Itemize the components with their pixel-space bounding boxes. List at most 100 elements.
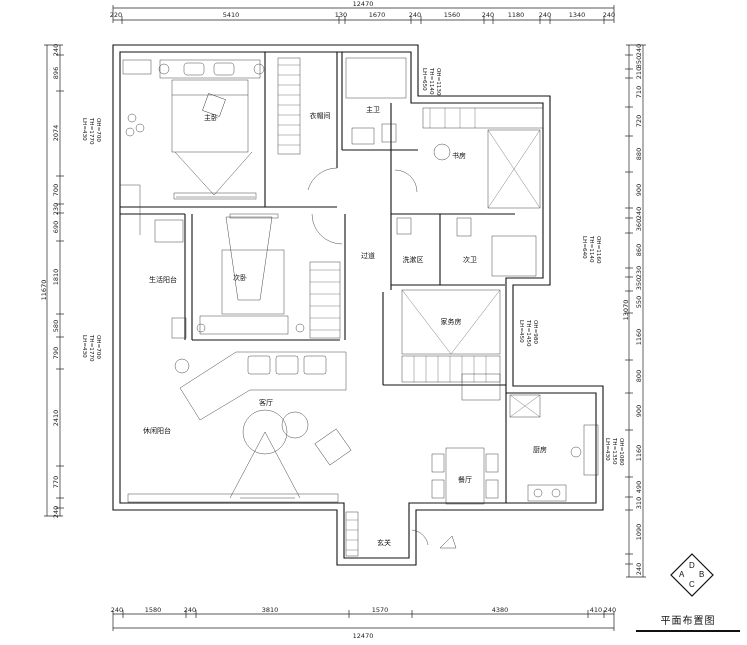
- note-left-upper: OH=700: [95, 118, 101, 142]
- room-label-living-balcony: 生活阳台: [149, 275, 177, 284]
- dim-top: 240: [603, 11, 615, 19]
- dim-left: 580: [52, 320, 60, 332]
- left-dimensions: 240 896 2074 700 230 690 1810 580 790 24…: [40, 44, 60, 518]
- second-bedroom: 次卧: [196, 213, 341, 339]
- dim-right: 350: [635, 56, 643, 68]
- dim-top: 1340: [569, 11, 586, 19]
- right-dimensions: 240 350 210 710 720 880 900 240 360 860 …: [622, 44, 643, 575]
- dim-right: 900: [635, 405, 643, 417]
- utility-room: 家务房 LH=450 TH=1450 OH=980: [401, 289, 538, 383]
- dimension-lines: [46, 7, 644, 629]
- room-label-second-bed: 次卧: [233, 273, 247, 282]
- dim-right: 720: [635, 115, 643, 127]
- plan-title: 平面布置图: [660, 616, 716, 627]
- dim-right: 550: [635, 296, 643, 308]
- coffee-table: [242, 409, 288, 455]
- master-bath: 主卫 LH=650 TH=1140 OH=1130: [345, 57, 441, 145]
- outer-walls: [112, 44, 604, 566]
- room-label-corridor: 过道: [361, 251, 375, 260]
- compass-d: D: [689, 561, 695, 570]
- dim-right: 1090: [635, 524, 643, 541]
- note-left-lower: TH=1770: [88, 334, 94, 362]
- room-label-second-bath: 次卫: [463, 255, 477, 264]
- dim-top-total: 12470: [353, 0, 374, 8]
- room-label-entry: 玄关: [377, 538, 391, 547]
- dining-area: 餐厅: [431, 447, 499, 505]
- dim-left: 1810: [52, 269, 60, 286]
- dim-left: 2410: [52, 410, 60, 427]
- living-room: 客厅 休闲阳台: [127, 351, 352, 503]
- title-underline: [636, 630, 740, 632]
- dim-left-total: 11670: [40, 280, 48, 301]
- dim-right: 710: [635, 86, 643, 98]
- room-label-utility: 家务房: [441, 317, 462, 326]
- dim-right: 240: [635, 207, 643, 219]
- dim-bottom: 240: [604, 606, 616, 614]
- master-bed: [171, 79, 249, 153]
- dim-bottom: 240: [111, 606, 123, 614]
- room-label-leisure-balcony: 休闲阳台: [143, 426, 171, 435]
- dim-left: 770: [52, 476, 60, 488]
- note-kitchen: TH=1350: [611, 437, 617, 465]
- dim-right: 210: [635, 67, 643, 79]
- dim-top: 5410: [223, 11, 240, 19]
- dim-right: 1160: [635, 445, 643, 462]
- room-label-study: 书房: [452, 151, 466, 160]
- dim-left: 790: [52, 347, 60, 359]
- second-bath-zone: 洗漱区 次卫 LH=640 TH=1140 OH=1160: [396, 217, 601, 277]
- dim-top: 1180: [508, 11, 525, 19]
- note-master-bath: OH=1130: [435, 68, 441, 96]
- note-left-lower: LH=430: [81, 335, 87, 358]
- title-block: 平面布置图: [636, 612, 740, 632]
- room-label-wash: 洗漱区: [403, 255, 424, 264]
- dim-top: 240: [482, 11, 494, 19]
- note-utility: LH=450: [518, 320, 524, 343]
- note-utility: OH=980: [532, 320, 538, 344]
- dim-bottom: 1580: [145, 606, 162, 614]
- dim-right: 360: [635, 219, 643, 231]
- note-left-upper: TH=1770: [88, 117, 94, 145]
- note-second-bath: TH=1140: [588, 235, 594, 263]
- compass-a: A: [679, 570, 685, 579]
- dim-right: 240: [635, 44, 643, 56]
- note-left-upper: LH=430: [81, 118, 87, 141]
- compass-b: B: [699, 570, 705, 579]
- note-second-bath: OH=1160: [595, 236, 601, 264]
- dim-left: 240: [52, 44, 60, 56]
- bottom-dimensions: 240 1580 240 3810 1570 4380 410 240 1247…: [111, 606, 616, 640]
- master-bedroom: 主卧: [122, 59, 265, 200]
- compass-c: C: [689, 580, 695, 589]
- dim-left: 896: [52, 67, 60, 79]
- dim-right-total: 13070: [622, 300, 630, 321]
- dim-bottom: 1570: [372, 606, 389, 614]
- study: 书房: [394, 107, 544, 209]
- dim-right: 490: [635, 481, 643, 493]
- dim-bottom: 410: [590, 606, 602, 614]
- dim-bottom: 4380: [492, 606, 509, 614]
- dim-right: 860: [635, 244, 643, 256]
- dim-top: 240: [409, 11, 421, 19]
- room-label-master-bath: 主卫: [366, 105, 380, 114]
- dim-right: 1160: [635, 329, 643, 346]
- dim-right: 350: [635, 278, 643, 290]
- living-balcony: 生活阳台 LH=430 TH=1770 OH=700 LH=430 TH=177…: [81, 117, 187, 362]
- note-left-lower: OH=700: [95, 335, 101, 359]
- second-bed: [221, 249, 285, 315]
- dim-top: 1560: [444, 11, 461, 19]
- inner-walls: [120, 52, 515, 503]
- note-master-bath: TH=1140: [428, 67, 434, 95]
- dimension-ticks: [44, 5, 646, 631]
- note-kitchen: OH=1080: [618, 438, 624, 466]
- dim-right: 880: [635, 148, 643, 160]
- sofa: [179, 351, 347, 421]
- dim-right: 240: [635, 563, 643, 575]
- dim-bottom: 3810: [262, 606, 279, 614]
- note-master-bath: LH=650: [421, 68, 427, 91]
- dim-top: 220: [110, 11, 122, 19]
- room-label-living: 客厅: [259, 398, 273, 407]
- dim-left: 230: [52, 203, 60, 215]
- dim-right: 230: [635, 266, 643, 278]
- dim-right: 900: [635, 184, 643, 196]
- dim-left: 2074: [52, 125, 60, 142]
